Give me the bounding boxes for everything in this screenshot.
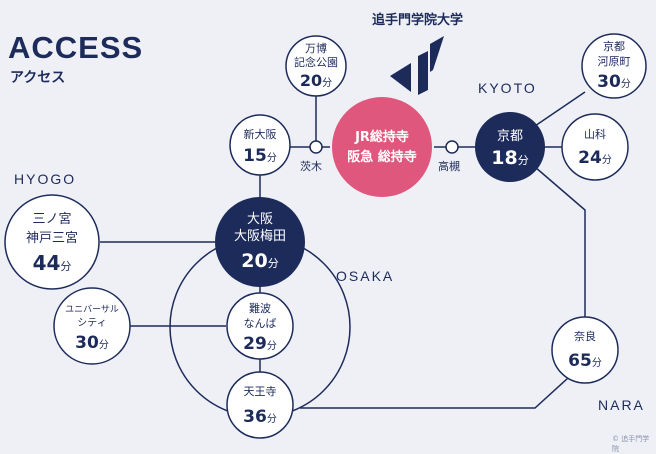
svg-text:30分: 30分 — [75, 333, 109, 353]
region-label-nara: NARA — [598, 397, 645, 413]
osaka-line1: 大阪 — [247, 212, 273, 227]
nara-unit: 分 — [592, 357, 602, 369]
node-nara: 奈良 65分 — [551, 316, 619, 384]
sannomiya-unit: 分 — [60, 260, 71, 273]
yamashina-time: 24 — [578, 148, 602, 168]
line-kyoto-kawaramachi — [531, 91, 586, 129]
svg-text:30分: 30分 — [597, 72, 631, 92]
node-banpaku: 万博 記念公園 20分 — [285, 35, 347, 97]
nara-line1: 奈良 — [574, 329, 596, 343]
kyoto-time: 18 — [491, 147, 517, 169]
sannomiya-time: 44 — [33, 251, 61, 275]
svg-text:24分: 24分 — [578, 148, 612, 168]
kyoto-line1: 京都 — [497, 129, 523, 144]
usj-time: 30 — [75, 333, 99, 353]
usj-line1: ユニバーサル — [65, 304, 119, 315]
university-name: 追手門学院大学 — [372, 13, 464, 28]
banpaku-time: 20 — [300, 71, 322, 90]
copyright-text: © 追手門学院 — [612, 435, 650, 453]
node-origin: JR総持寺 阪急 総持寺 — [332, 97, 432, 197]
osaka-line2: 大阪梅田 — [234, 229, 286, 244]
yamashina-unit: 分 — [602, 154, 612, 166]
region-label-osaka: OSAKA — [336, 268, 395, 284]
access-route-map: JR総持寺 阪急 総持寺 大阪 大阪梅田 20分 京都 18分 新大阪 15分 … — [4, 33, 647, 439]
origin-line1: JR総持寺 — [354, 129, 409, 145]
origin-line2: 阪急 総持寺 — [347, 149, 417, 165]
node-sannomiya: 三ノ宮 神戸三宮 44分 — [4, 194, 100, 290]
takatsuki-station-dot — [445, 140, 459, 154]
station-label-ibaraki: 茨木 — [300, 160, 322, 173]
node-shin-osaka: 新大阪 15分 — [229, 114, 291, 176]
tennoji-unit: 分 — [267, 413, 277, 425]
node-yamashina: 山科 24分 — [561, 113, 629, 181]
svg-text:36分: 36分 — [243, 407, 277, 427]
banpaku-line2: 記念公園 — [294, 55, 338, 69]
usj-unit: 分 — [99, 339, 109, 351]
region-label-hyogo: HYOGO — [14, 171, 77, 187]
node-tennoji: 天王寺 36分 — [226, 371, 294, 439]
ibaraki-station-dot — [309, 140, 323, 154]
osaka-time: 20 — [241, 250, 267, 272]
svg-text:15分: 15分 — [243, 146, 277, 166]
station-label-takatsuki: 高槻 — [438, 160, 460, 173]
shin-osaka-time: 15 — [243, 146, 267, 166]
node-namba: 難波 なんば 29分 — [226, 292, 294, 360]
region-label-kyoto: KYOTO — [478, 80, 537, 96]
banpaku-line1: 万博 — [305, 42, 327, 55]
kawaramachi-unit: 分 — [621, 78, 631, 90]
shin-osaka-line1: 新大阪 — [244, 127, 277, 141]
namba-line2: なんば — [244, 317, 277, 330]
node-kyoto: 京都 18分 — [475, 112, 545, 182]
svg-text:65分: 65分 — [568, 351, 602, 371]
tennoji-time: 36 — [243, 407, 267, 427]
node-osaka: 大阪 大阪梅田 20分 — [215, 197, 305, 287]
tennoji-line1: 天王寺 — [244, 385, 277, 398]
banpaku-unit: 分 — [322, 77, 332, 89]
sannomiya-line2: 神戸三宮 — [26, 230, 78, 246]
svg-text:18分: 18分 — [491, 147, 528, 169]
usj-line2: シティ — [77, 318, 106, 329]
nara-time: 65 — [568, 351, 592, 371]
shin-osaka-unit: 分 — [267, 152, 277, 164]
university-logo — [390, 36, 444, 95]
kawaramachi-line1: 京都 — [603, 39, 625, 53]
page-subtitle: アクセス — [10, 70, 66, 86]
kawaramachi-line2: 河原町 — [598, 55, 631, 68]
kyoto-unit: 分 — [518, 154, 529, 167]
svg-text:20分: 20分 — [241, 250, 278, 272]
kawaramachi-time: 30 — [597, 72, 621, 92]
svg-text:29分: 29分 — [243, 334, 277, 354]
svg-text:44分: 44分 — [33, 251, 72, 275]
node-kawaramachi: 京都 河原町 30分 — [581, 33, 647, 99]
namba-line1: 難波 — [249, 302, 271, 315]
sannomiya-line1: 三ノ宮 — [32, 211, 71, 227]
line-kyoto-nara — [534, 166, 586, 318]
node-usj: ユニバーサル シティ 30分 — [53, 287, 131, 365]
station-dots — [309, 140, 459, 154]
namba-time: 29 — [243, 334, 267, 354]
page-title: ACCESS — [8, 30, 144, 65]
svg-text:20分: 20分 — [300, 71, 332, 90]
yamashina-line1: 山科 — [584, 127, 606, 141]
namba-unit: 分 — [267, 340, 277, 352]
osaka-unit: 分 — [268, 257, 279, 270]
line-nara-tennoji — [300, 377, 569, 409]
